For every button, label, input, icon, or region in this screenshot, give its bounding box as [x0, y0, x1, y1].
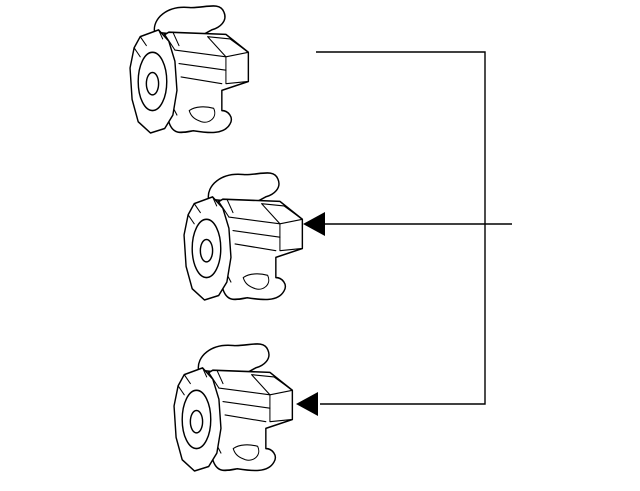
callout-leader [296, 51, 512, 416]
arrow-to-clip-middle [303, 212, 325, 236]
clip-middle [183, 172, 304, 301]
clip-bottom [173, 343, 294, 472]
arrow-to-clip-bottom [296, 392, 318, 416]
clip-top [129, 5, 250, 134]
leader-top-bracket [316, 51, 486, 405]
